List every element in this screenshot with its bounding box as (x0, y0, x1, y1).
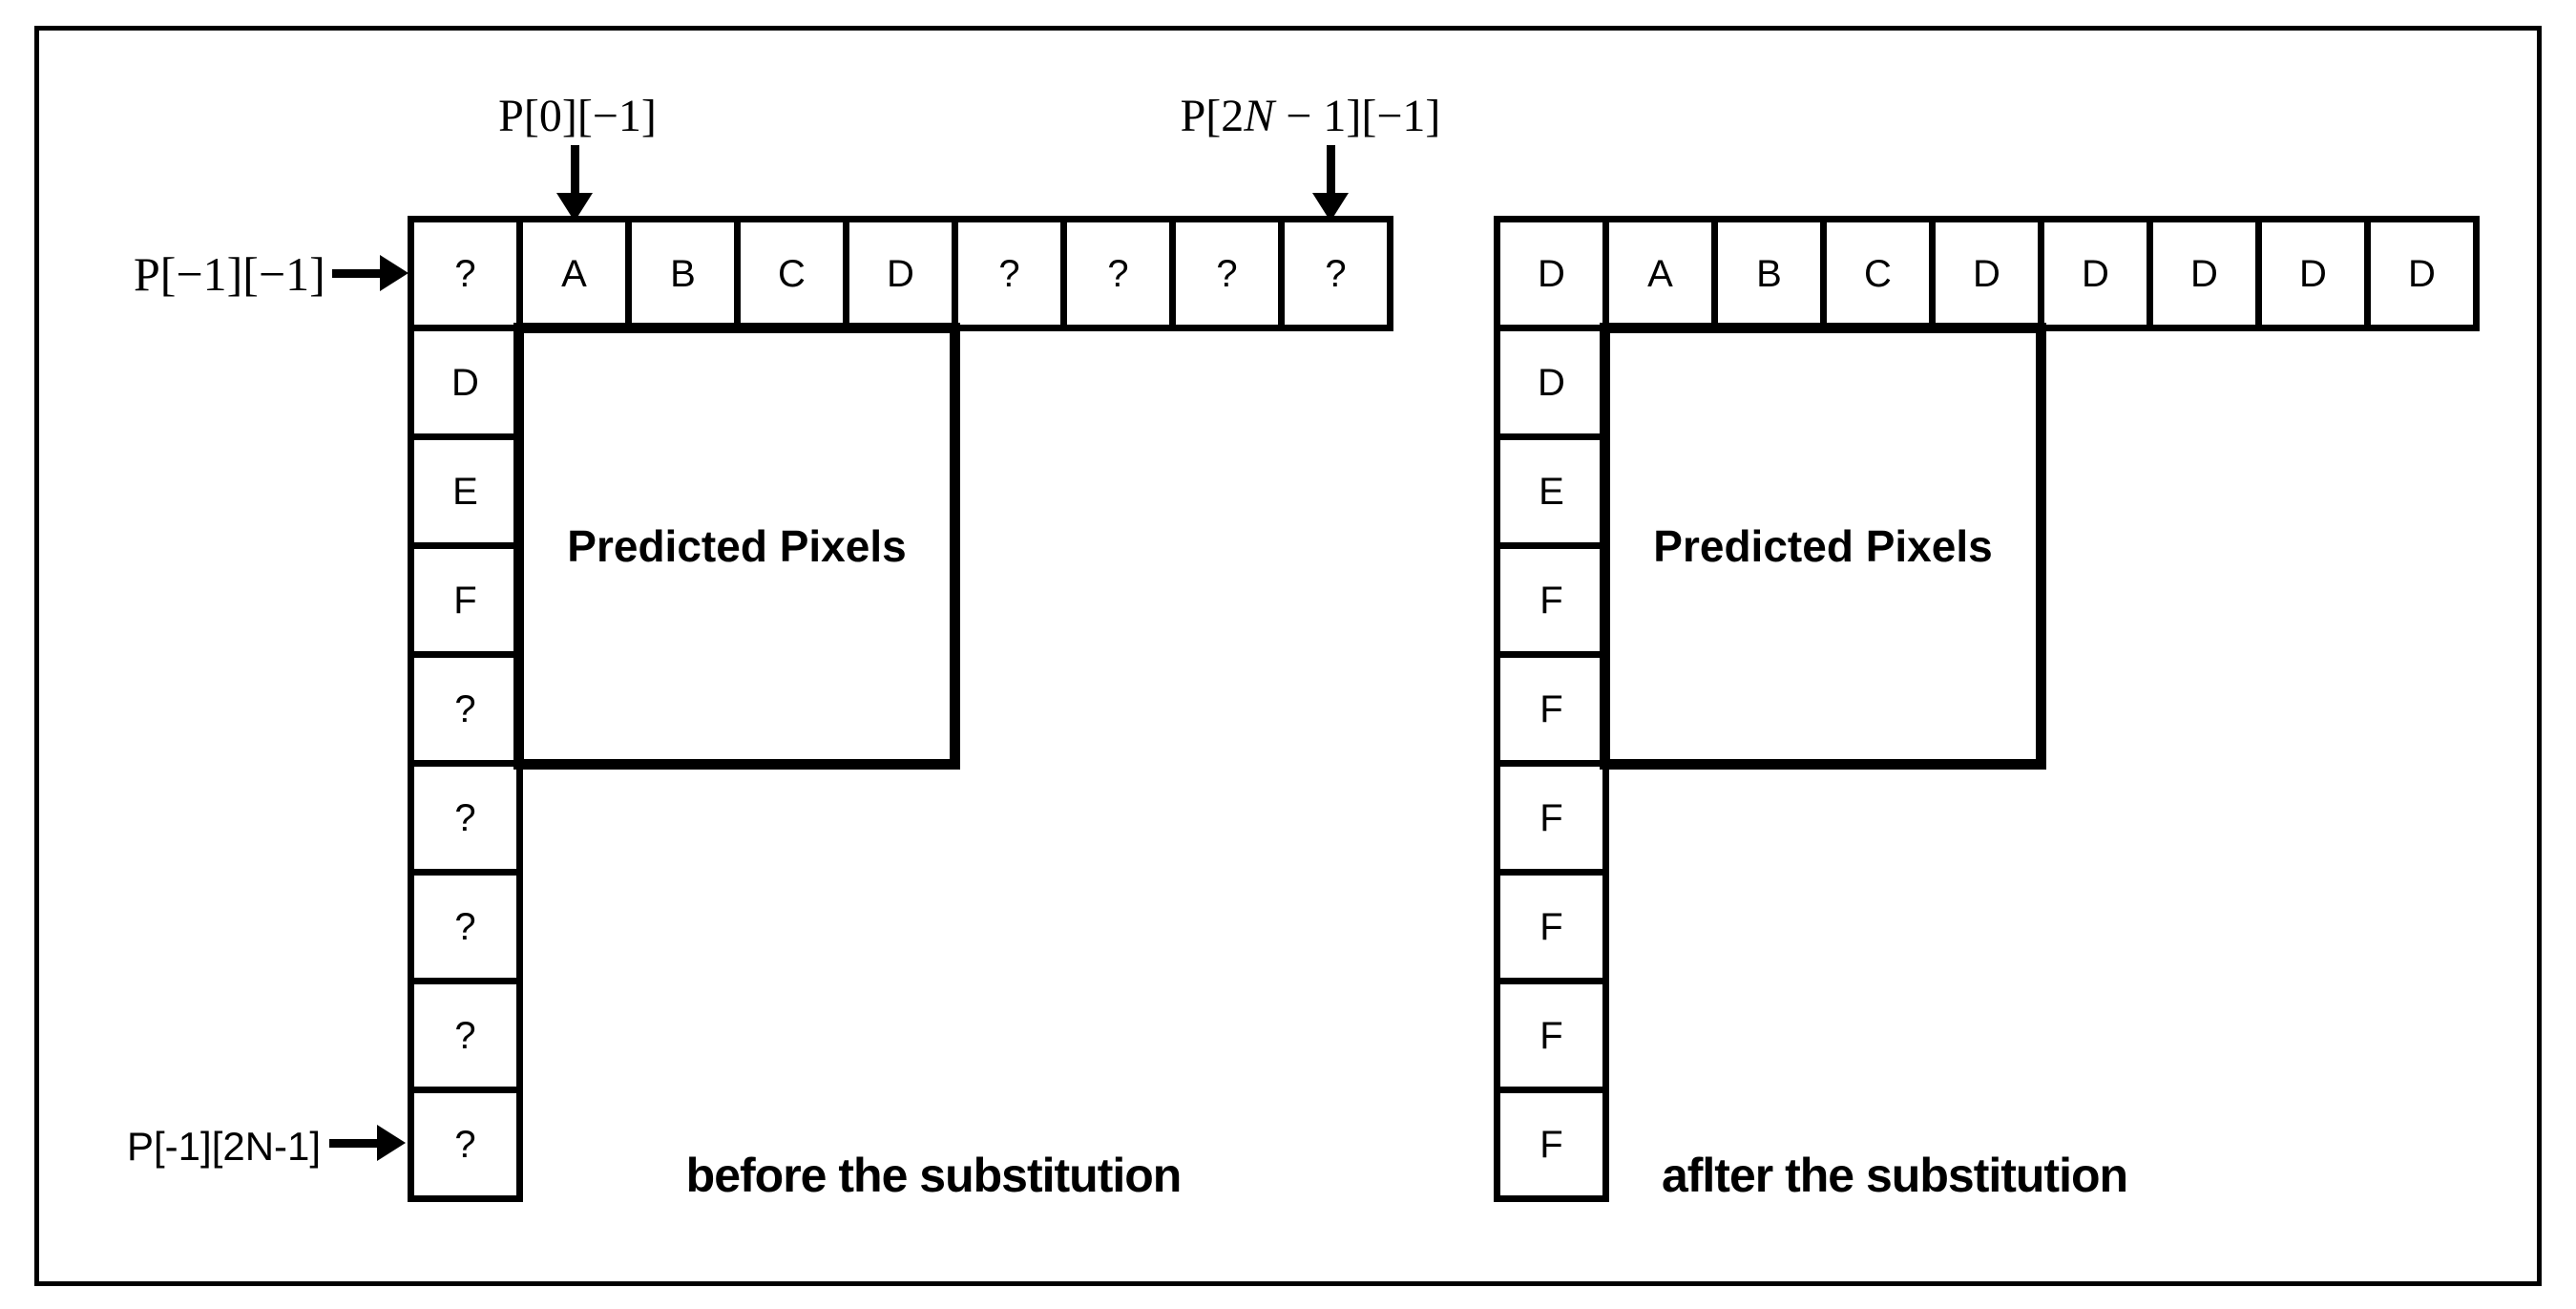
grid-cell: ? (408, 1087, 523, 1202)
grid-cell: ? (408, 651, 523, 767)
before-predicted-block: Predicted Pixels (513, 323, 960, 770)
grid-cell: D (843, 216, 958, 331)
label-p0-minus1: P[0][−1] (498, 91, 657, 141)
grid-cell: ? (408, 216, 523, 331)
grid-cell: D (1494, 325, 1609, 440)
grid-cell: ? (408, 869, 523, 984)
grid-cell: F (1494, 869, 1609, 984)
grid-cell: F (1494, 542, 1609, 658)
before-left-column: D E F ? ? ? ? ? (408, 325, 523, 1202)
label-pminus1-minus1: P[−1][−1] (134, 247, 325, 301)
grid-cell: D (2364, 216, 2480, 331)
grid-cell: A (516, 216, 632, 331)
grid-cell: ? (1060, 216, 1176, 331)
grid-cell: F (1494, 1087, 1609, 1202)
grid-cell: D (2255, 216, 2371, 331)
grid-cell: D (1494, 216, 1609, 331)
arrow-down-shaft (1327, 145, 1335, 197)
arrow-right-shaft (329, 1139, 379, 1148)
grid-cell: ? (1169, 216, 1285, 331)
grid-cell: ? (952, 216, 1067, 331)
figure-border (34, 26, 2542, 1286)
grid-cell: ? (1278, 216, 1393, 331)
caption-before: before the substitution (685, 1149, 1183, 1202)
grid-cell: F (1494, 651, 1609, 767)
grid-cell: E (1494, 433, 1609, 549)
arrow-right-head-icon (380, 255, 408, 291)
grid-cell: B (625, 216, 741, 331)
after-predicted-block: Predicted Pixels (1600, 323, 2046, 770)
after-left-column: D E F F F F F F (1494, 325, 1609, 1202)
grid-cell: ? (408, 760, 523, 876)
grid-cell: C (1820, 216, 1936, 331)
grid-cell: F (408, 542, 523, 658)
arrow-down-head-icon (1312, 193, 1349, 222)
label-p2n-variable: N (1244, 91, 1275, 141)
label-p2n-prefix: P[2 (1180, 91, 1245, 141)
predicted-pixels-label: Predicted Pixels (1653, 521, 1993, 571)
caption-after: aflter the substitution (1661, 1149, 2128, 1202)
label-p2n-suffix: − 1][−1] (1274, 91, 1441, 141)
arrow-right-shaft (332, 269, 382, 278)
grid-cell: B (1711, 216, 1827, 331)
grid-cell: A (1602, 216, 1718, 331)
grid-cell: F (1494, 760, 1609, 876)
grid-cell: D (2038, 216, 2153, 331)
grid-cell: D (408, 325, 523, 440)
grid-cell: F (1494, 978, 1609, 1093)
grid-cell: C (734, 216, 849, 331)
before-top-row: ? A B C D ? ? ? ? (408, 216, 1393, 331)
label-pminus1-2nminus1: P[-1][2N-1] (127, 1124, 322, 1169)
grid-cell: D (1929, 216, 2044, 331)
arrow-down-head-icon (556, 193, 593, 222)
label-p2n-minus1: P[2N − 1][−1] (1181, 94, 1441, 139)
grid-cell: E (408, 433, 523, 549)
arrow-right-head-icon (377, 1125, 406, 1161)
after-top-row: D A B C D D D D D (1494, 216, 2480, 331)
predicted-pixels-label: Predicted Pixels (567, 521, 907, 571)
grid-cell: ? (408, 978, 523, 1093)
grid-cell: D (2147, 216, 2262, 331)
arrow-down-shaft (571, 145, 579, 197)
